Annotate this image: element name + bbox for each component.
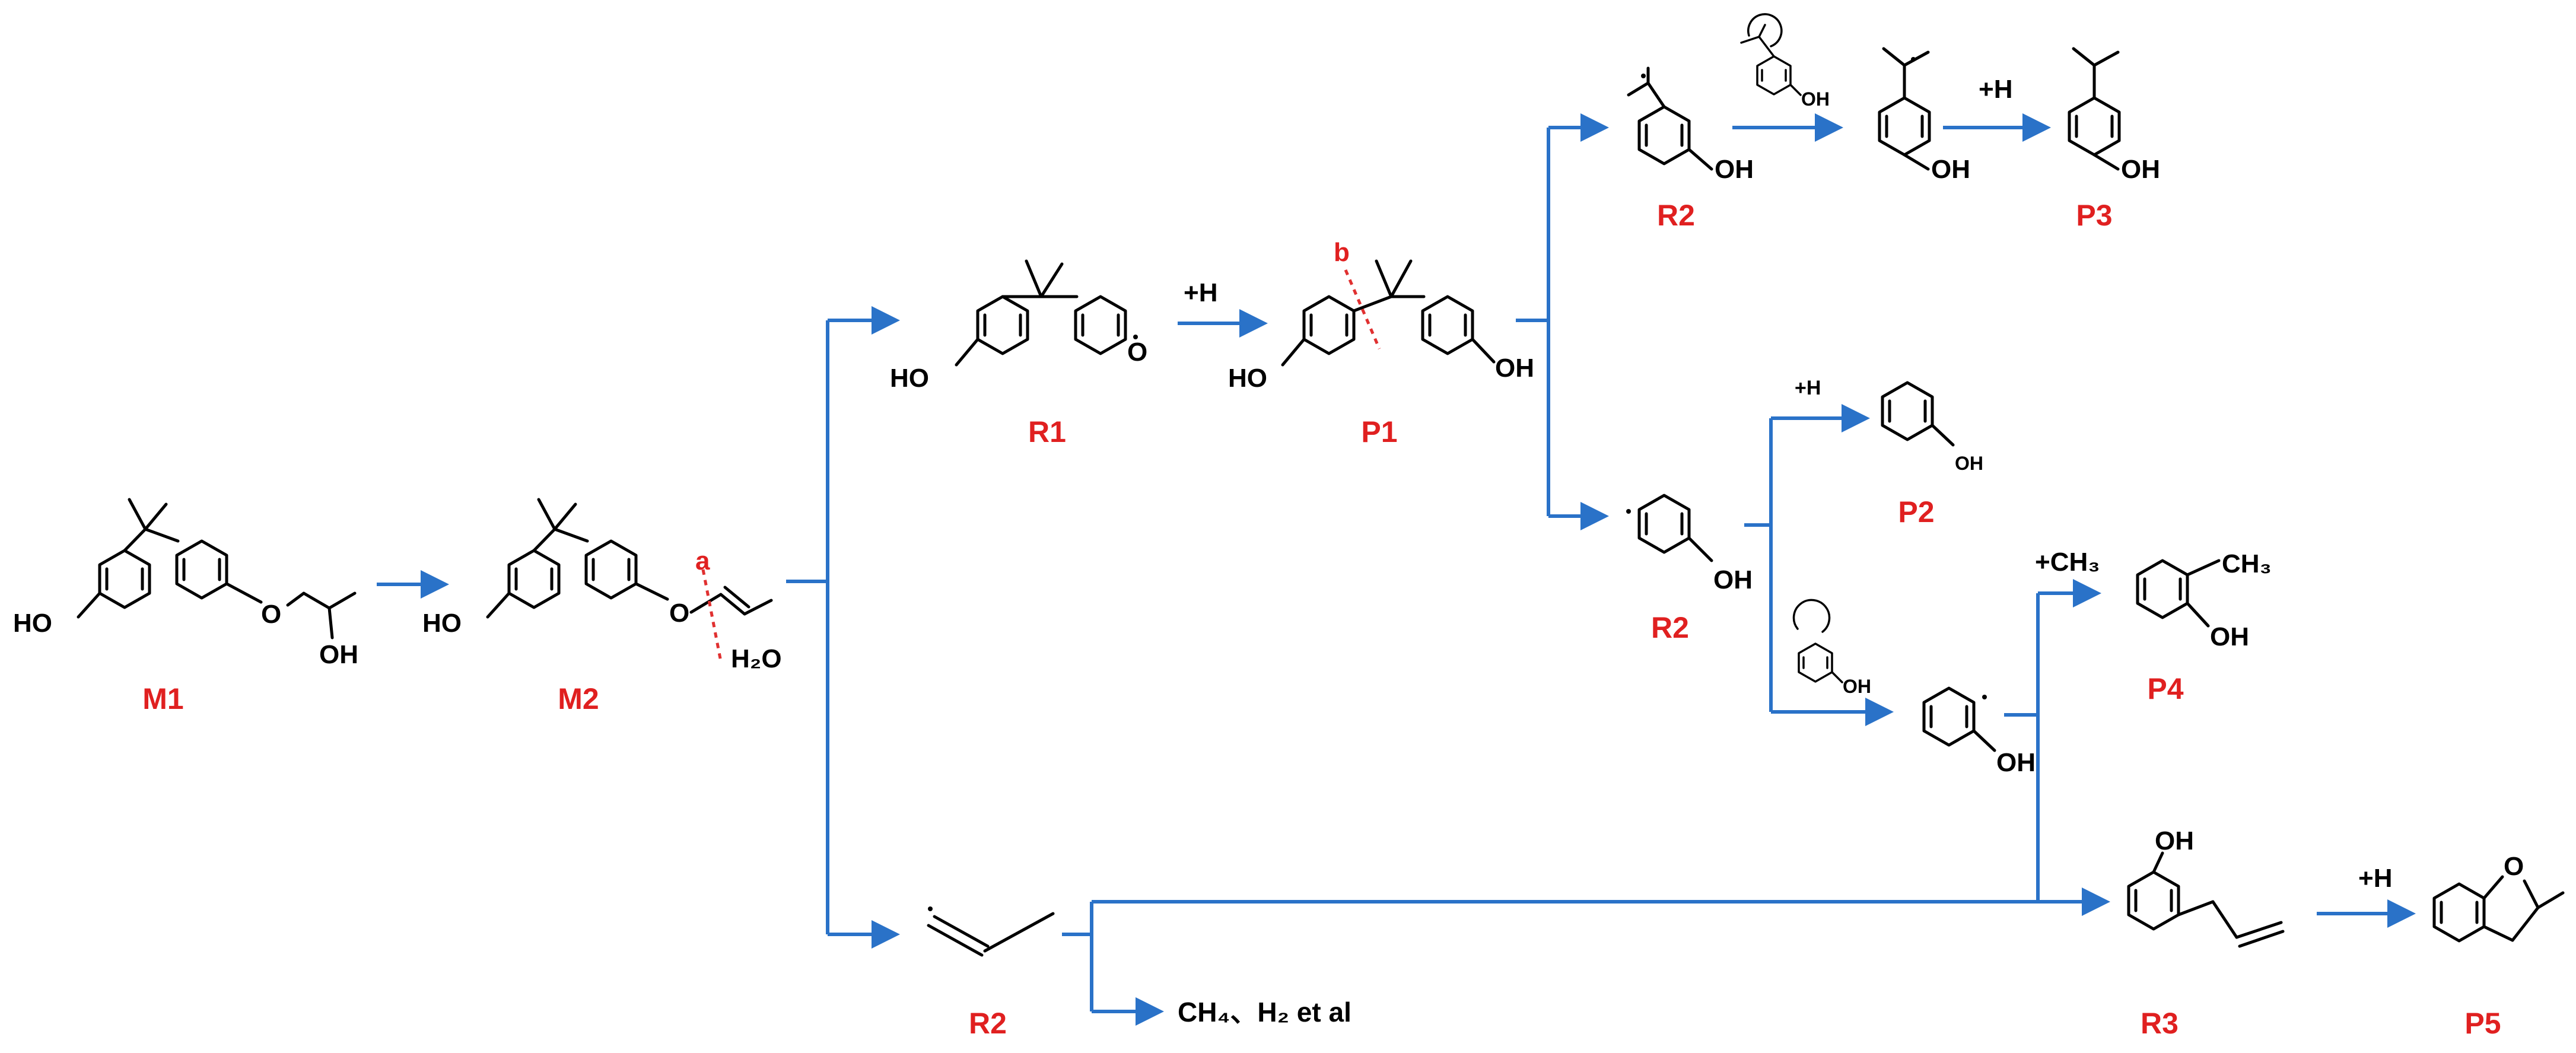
molecule-r3 <box>2127 851 2285 948</box>
label-m2: M2 <box>558 682 599 715</box>
condition-to-p2: +H <box>1795 377 1821 399</box>
molecule-r2-mid <box>1637 494 1713 562</box>
p5-ring-o-atom: O <box>2504 852 2524 881</box>
molecule-r2-bottom <box>927 912 1055 957</box>
molecule-meta-radical-intermediate <box>1878 47 1931 171</box>
molecule-p4 <box>2136 559 2221 628</box>
molecule-m1 <box>77 498 357 640</box>
condition-to-p5: +H <box>2358 864 2392 893</box>
m1-ether-o-atom: O <box>261 600 281 629</box>
r2-top-oh-atom: OH <box>1715 155 1754 184</box>
label-p4: P4 <box>2147 672 2183 705</box>
m1-ho-atom: HO <box>13 609 52 638</box>
r1-o-radical-atom: O <box>1127 338 1147 367</box>
r1-radical-dot <box>1133 335 1138 339</box>
meta-intermediate-radical-dot <box>1911 57 1916 62</box>
p1-oh-atom: OH <box>1495 354 1534 383</box>
p1-ho-atom: HO <box>1228 364 1267 393</box>
m2-ether-o-atom: O <box>669 599 689 628</box>
byproducts-label: CH₄、H₂ et al <box>1178 997 1351 1027</box>
label-r3: R3 <box>2141 1007 2179 1040</box>
label-r2-bottom: R2 <box>969 1007 1007 1040</box>
water-loss-label: H₂O <box>731 644 782 673</box>
label-p3: P3 <box>2076 199 2112 232</box>
r3-oh-atom: OH <box>2155 826 2194 855</box>
label-p2: P2 <box>1898 495 1934 529</box>
condition-r1-to-p1: +H <box>1184 278 1217 307</box>
molecule-ortho-radical-intermediate <box>1922 686 1996 752</box>
r2-mid-oh-atom: OH <box>1713 565 1753 594</box>
molecule-p5 <box>2432 875 2565 943</box>
label-p5: P5 <box>2464 1007 2501 1040</box>
p3-oh-atom: OH <box>2121 155 2160 184</box>
cleavage-mark-a: a <box>695 546 710 575</box>
r2-mid-radical-dot <box>1626 509 1631 514</box>
meta-intermediate-oh-atom: OH <box>1931 155 1970 184</box>
label-r2-mid: R2 <box>1651 611 1689 644</box>
label-p1: P1 <box>1361 415 1397 448</box>
m2-ho-atom: HO <box>422 609 462 638</box>
cleavage-line-a <box>701 569 723 662</box>
p4-oh-atom: OH <box>2210 622 2249 651</box>
ortho-intermediate-radical-dot <box>1982 695 1987 699</box>
molecule-r2-top <box>1627 66 1713 171</box>
molecule-p1 <box>1281 259 1496 367</box>
rearrangement-icon-bottom-oh: OH <box>1843 676 1871 697</box>
r2-bottom-radical-dot <box>928 906 933 911</box>
condition-to-p3: +H <box>1979 75 2012 104</box>
label-r2-top: R2 <box>1657 199 1695 232</box>
molecule-p3 <box>2068 47 2121 171</box>
p4-ch3-group: CH₃ <box>2222 549 2272 578</box>
label-r1: R1 <box>1028 415 1066 448</box>
cleavage-mark-b: b <box>1334 238 1350 267</box>
molecule-m2 <box>486 498 773 619</box>
r1-ho-atom: HO <box>890 364 929 393</box>
cleavage-line-b <box>1344 269 1381 349</box>
r2-top-radical-dot <box>1641 74 1646 78</box>
molecule-r1 <box>955 259 1127 367</box>
molecule-p2 <box>1881 381 1955 447</box>
p2-oh-atom: OH <box>1955 453 1983 474</box>
label-m1: M1 <box>142 682 183 715</box>
rearrangement-icon-bottom <box>1792 599 1843 683</box>
condition-to-p4: +CH₃ <box>2035 548 2100 577</box>
ortho-intermediate-oh-atom: OH <box>1996 748 2036 777</box>
rearrangement-icon-top-oh: OH <box>1801 88 1830 110</box>
rearrangement-icon-top <box>1740 13 1802 96</box>
m1-oh-atom: OH <box>319 640 358 669</box>
